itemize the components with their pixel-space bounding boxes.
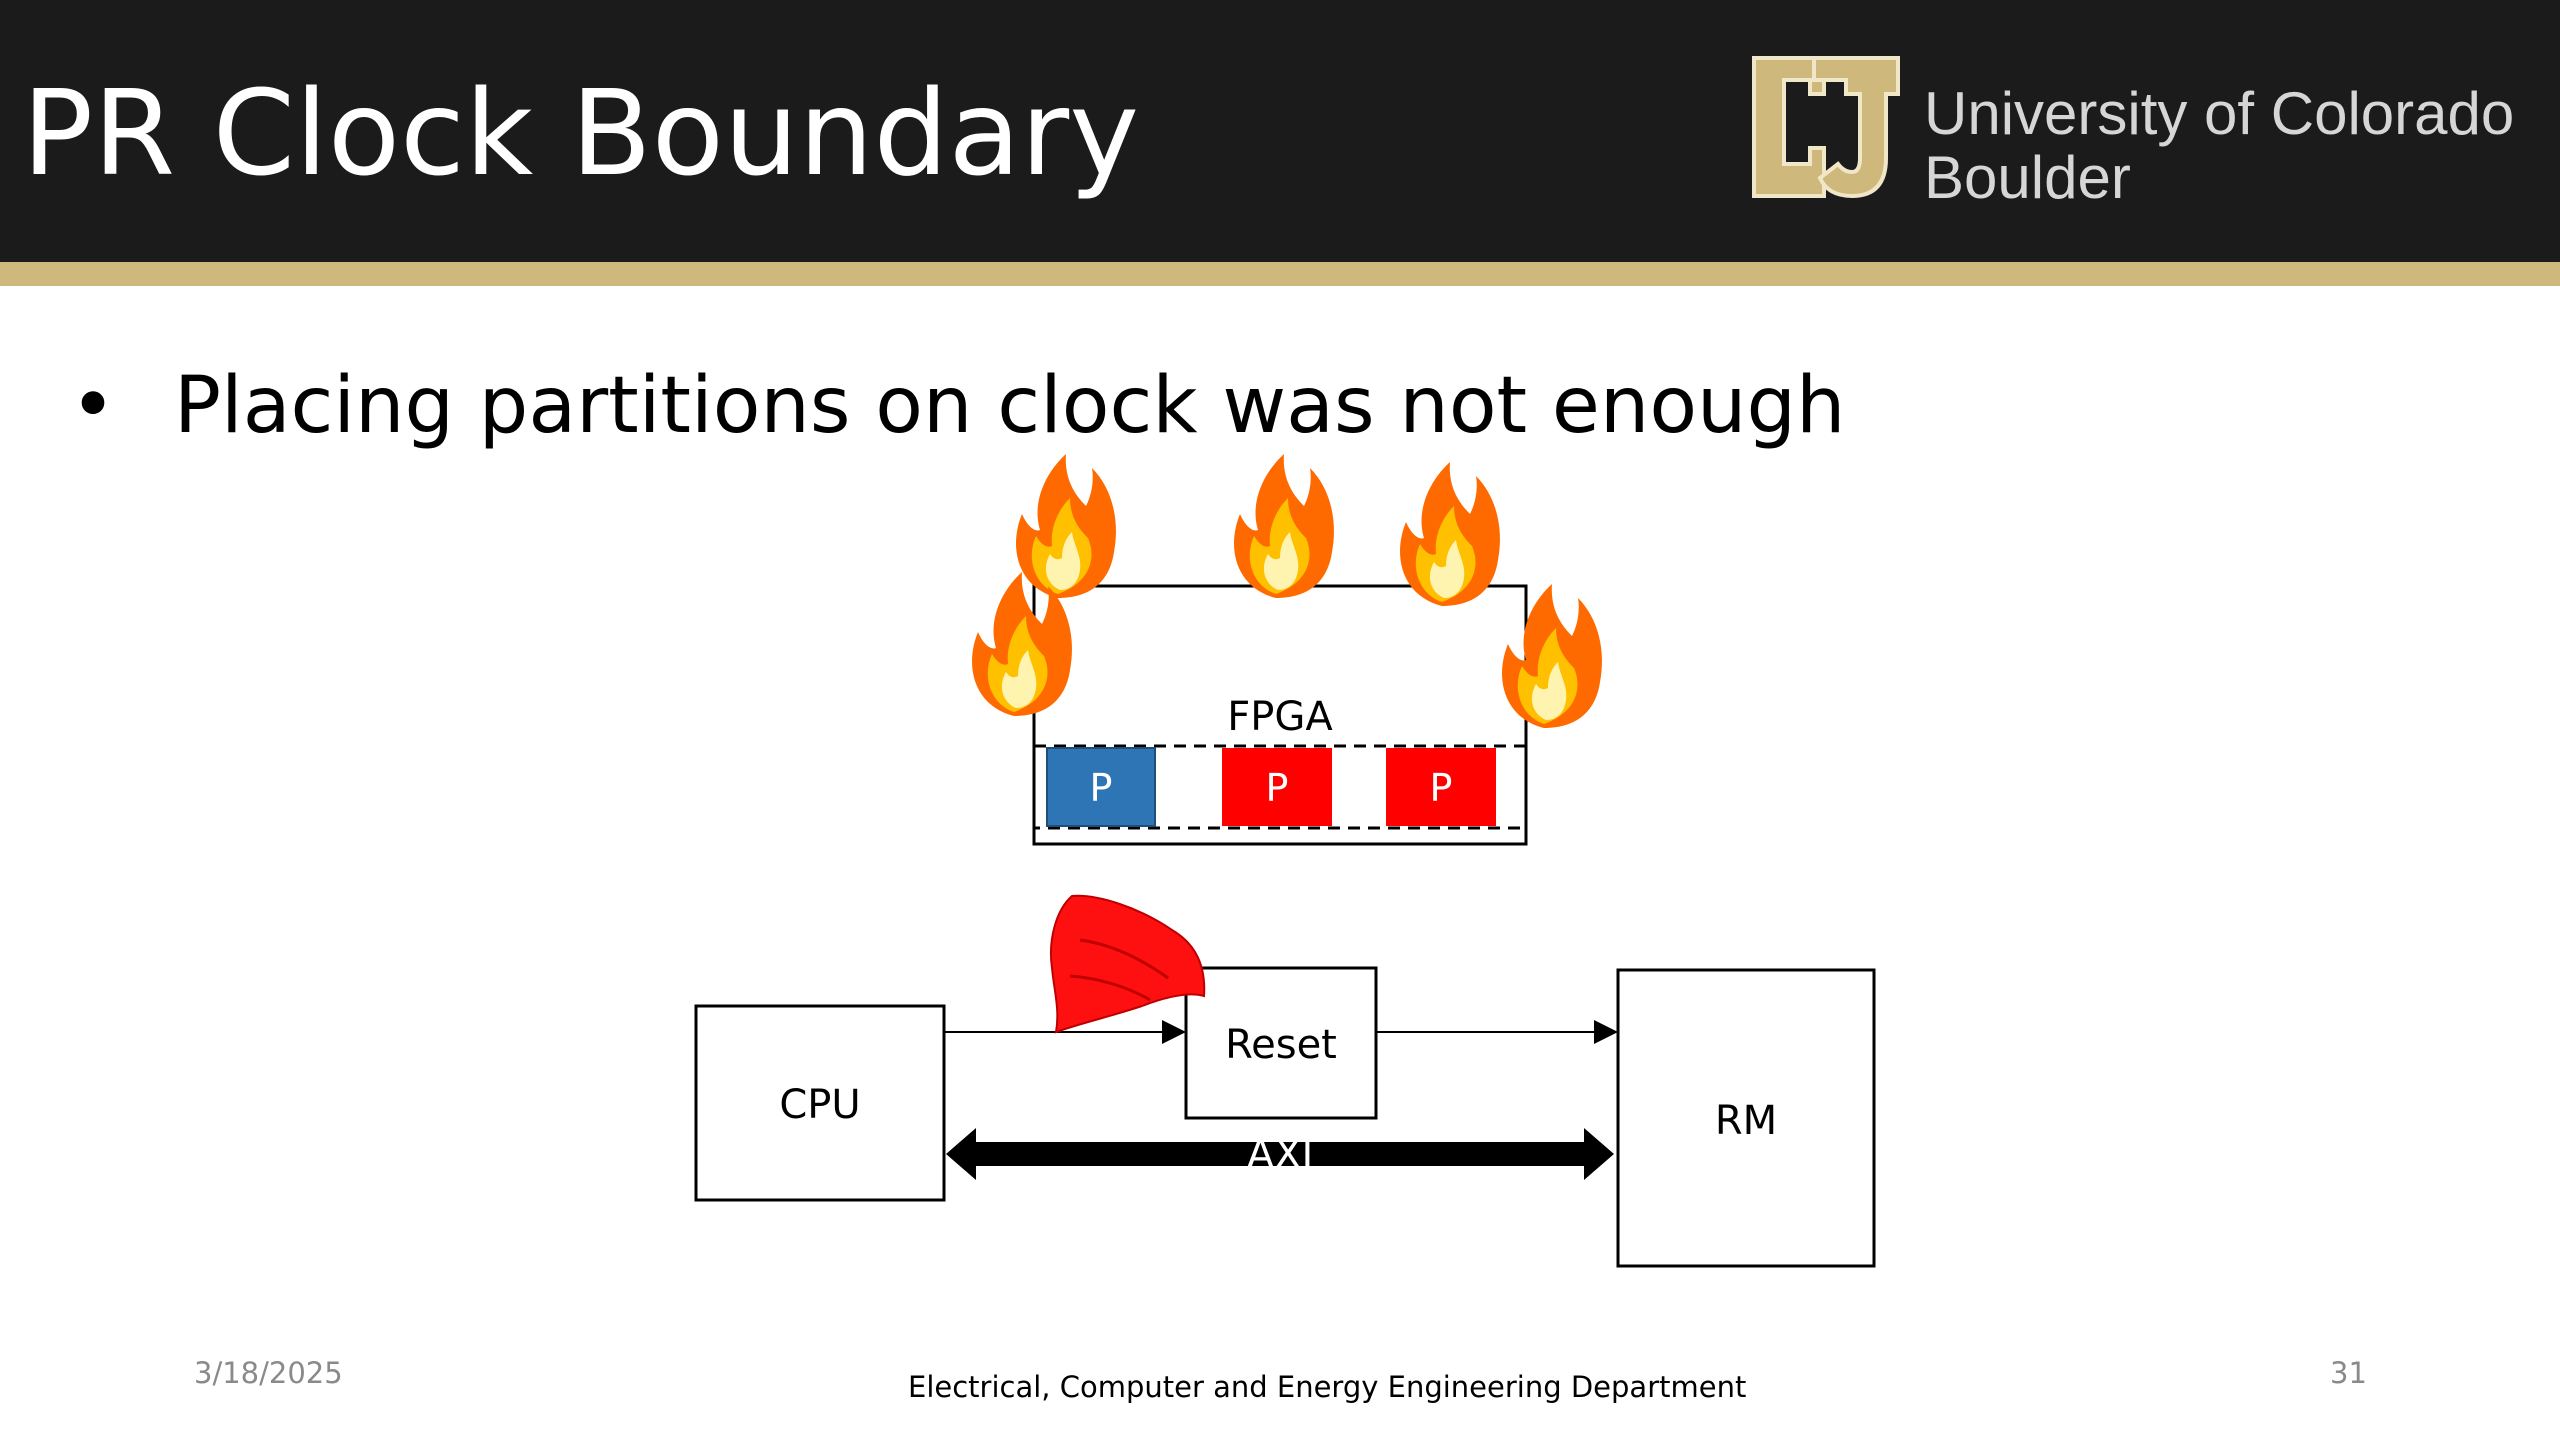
slide-title: PR Clock Boundary xyxy=(22,64,1140,202)
partition-label: P xyxy=(1090,766,1113,810)
flame-icon xyxy=(1016,454,1116,598)
rm-label: RM xyxy=(1715,1098,1777,1144)
rm-box xyxy=(1616,968,1876,1268)
university-wordmark: University of Colorado Boulder xyxy=(1924,82,2514,210)
cpu-box xyxy=(694,1004,946,1202)
cape-fold xyxy=(1069,938,1169,1002)
partition-block xyxy=(1386,748,1496,826)
partition-block xyxy=(1046,747,1156,827)
university-name-line2: Boulder xyxy=(1924,144,2131,211)
cu-logo-icon xyxy=(1752,56,1900,199)
axi-bus-label: AXI xyxy=(1247,1132,1314,1178)
partition-label: P xyxy=(1266,766,1289,810)
partition-label: P xyxy=(1430,766,1453,810)
department-footer: Electrical, Computer and Energy Engineer… xyxy=(908,1370,1747,1404)
partition-block xyxy=(1222,748,1332,826)
university-name-line1: University of Colorado xyxy=(1924,80,2515,147)
cpu-label: CPU xyxy=(779,1082,860,1128)
axi-bus-arrow xyxy=(946,1128,1614,1180)
clock-region-outline xyxy=(1032,744,1528,830)
bullet-text: Placing partitions on clock was not enou… xyxy=(174,361,1846,451)
fpga-label: FPGA xyxy=(1227,694,1333,740)
reset-label: Reset xyxy=(1225,1022,1337,1068)
flame-icon xyxy=(1234,454,1334,598)
slide-date: 3/18/2025 xyxy=(194,1356,343,1390)
reset-box xyxy=(1184,966,1378,1120)
title-bar xyxy=(0,0,2560,262)
slide-number: 31 xyxy=(2330,1356,2367,1390)
flame-icon xyxy=(1400,462,1500,606)
red-cape-icon xyxy=(1050,894,1206,1034)
bullet-dot: • xyxy=(70,361,117,451)
gold-band xyxy=(0,262,2560,286)
